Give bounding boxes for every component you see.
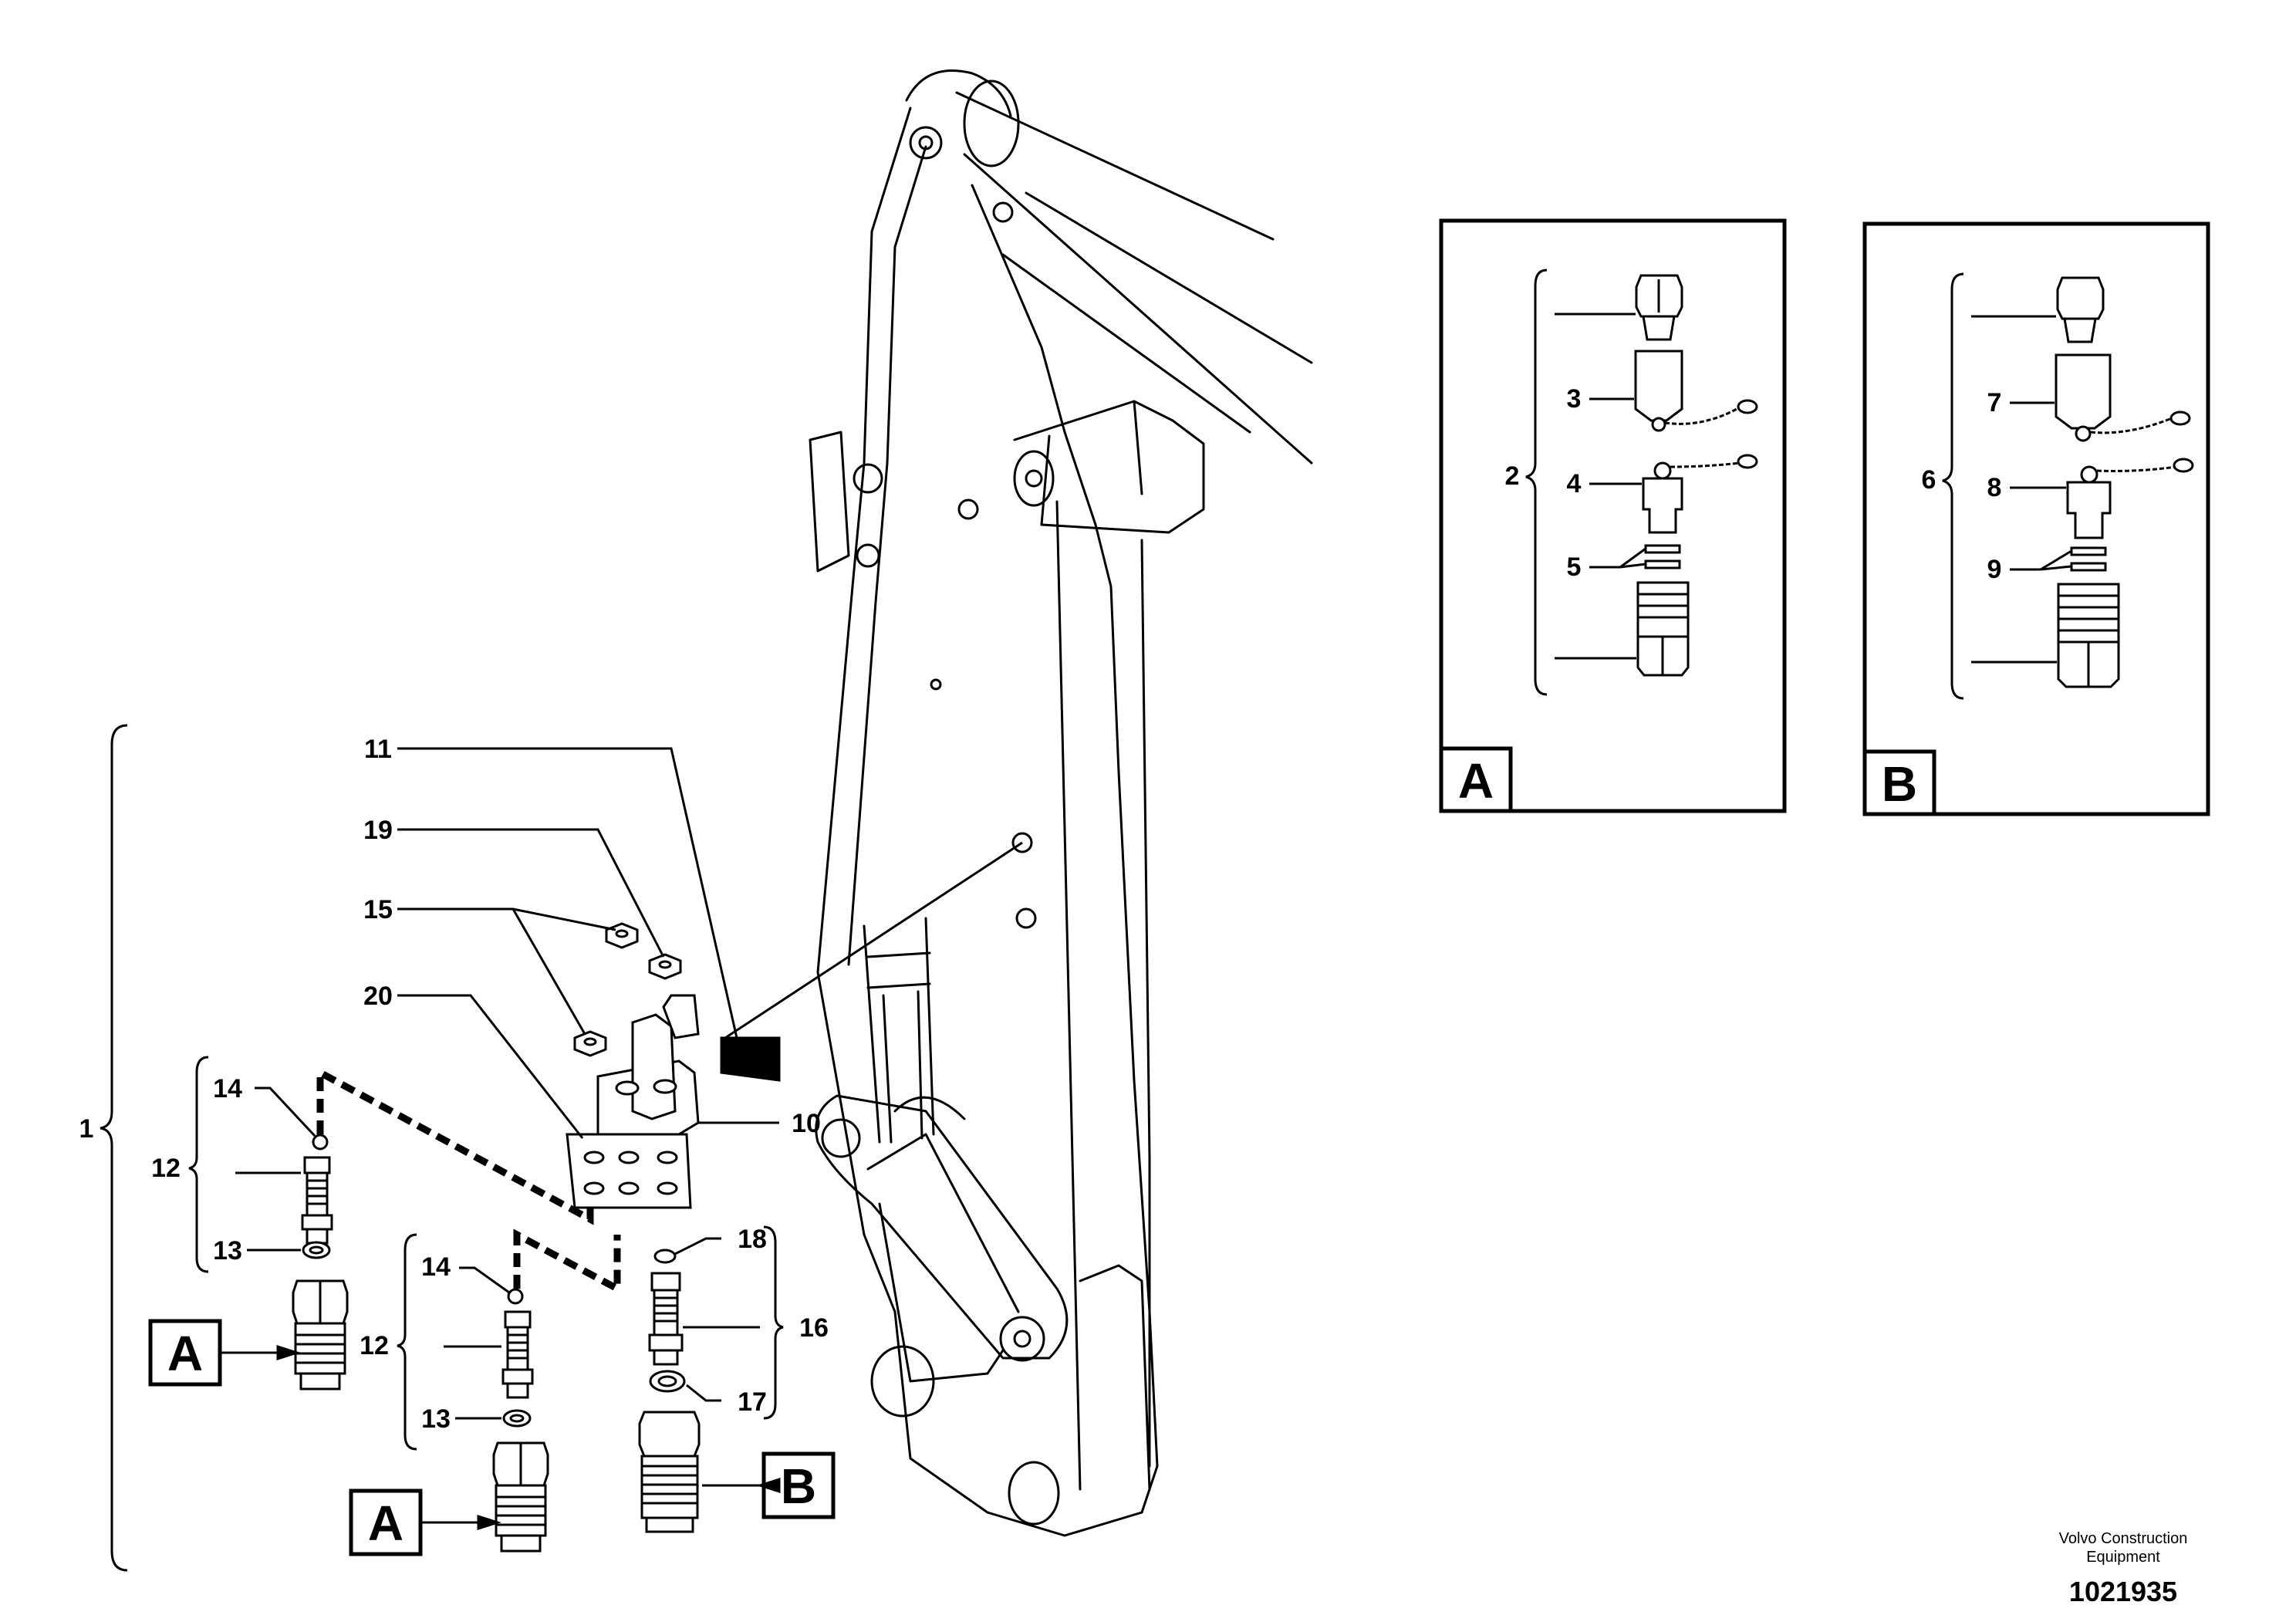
callout-16: 16 xyxy=(799,1313,829,1343)
callout-8: 8 xyxy=(1987,473,2002,502)
callout-20: 20 xyxy=(363,982,393,1011)
callout-18: 18 xyxy=(738,1225,767,1254)
callout-14-upper: 14 xyxy=(213,1074,242,1103)
callout-15: 15 xyxy=(363,895,393,924)
detail-panel-a: A 3 4 2 xyxy=(1439,218,1787,813)
dust-cap-part xyxy=(1634,350,1758,432)
quick-coupler-body-b xyxy=(2057,583,2120,688)
company-line-2: Equipment xyxy=(2086,1549,2160,1566)
adapter-fitting-right xyxy=(648,1272,684,1366)
hose-dashed-lower xyxy=(513,1228,621,1295)
callout-17: 17 xyxy=(738,1387,767,1417)
callout-12-lower: 12 xyxy=(360,1331,389,1360)
callout-7: 7 xyxy=(1987,388,2002,417)
coupling-a-lower-label: A xyxy=(368,1495,403,1551)
callout-6: 6 xyxy=(1922,465,1936,495)
excavator-arm-illustration xyxy=(809,69,1313,1537)
dust-cap-part-b xyxy=(2055,353,2191,442)
hose-dashed-upper xyxy=(316,1066,594,1225)
callout-11: 11 xyxy=(364,735,392,764)
dust-plug-part-b xyxy=(2066,458,2194,539)
drawing-number: 1021935 xyxy=(2069,1576,2177,1607)
callout-14-lower: 14 xyxy=(421,1252,451,1282)
adapter-fitting-lower xyxy=(501,1310,534,1399)
quick-coupler-body xyxy=(1636,581,1690,677)
detail-b-label: B xyxy=(1882,756,1917,812)
coupler-b xyxy=(638,1411,701,1533)
detail-panel-b: B 7 8 6 9 xyxy=(1862,221,2210,816)
callout-5: 5 xyxy=(1567,552,1582,582)
callout-1: 1 xyxy=(79,1114,94,1144)
dust-plug-part xyxy=(1642,454,1758,534)
callout-19: 19 xyxy=(363,816,393,845)
callout-4: 4 xyxy=(1567,469,1582,498)
seal-rings-part-b xyxy=(2070,546,2107,572)
coupler-a-upper xyxy=(292,1279,349,1391)
callout-9: 9 xyxy=(1987,555,2002,584)
coupling-a-upper-label: A xyxy=(167,1326,203,1381)
title-block: Volvo Construction Equipment 1021935 xyxy=(2059,1530,2188,1607)
quick-nipple-part-b xyxy=(2056,276,2105,343)
decal-plate xyxy=(720,1036,781,1082)
quick-nipple-part xyxy=(1635,274,1683,341)
company-line-1: Volvo Construction xyxy=(2059,1530,2188,1547)
callout-10: 10 xyxy=(792,1109,821,1138)
coupler-a-lower xyxy=(492,1441,549,1553)
callout-13-upper: 13 xyxy=(213,1236,242,1265)
callout-13-lower: 13 xyxy=(421,1404,451,1434)
main-assembly: 1 12 12 16 14 14 xyxy=(79,724,1023,1572)
callout-3: 3 xyxy=(1567,384,1582,414)
seal-rings-part xyxy=(1644,544,1681,569)
mounting-bracket xyxy=(566,994,700,1209)
detail-a-label: A xyxy=(1458,753,1494,809)
adapter-fitting-upper xyxy=(301,1156,333,1245)
coupling-b-label: B xyxy=(781,1458,816,1514)
callout-2: 2 xyxy=(1505,461,1520,491)
callout-12-upper: 12 xyxy=(151,1154,181,1183)
